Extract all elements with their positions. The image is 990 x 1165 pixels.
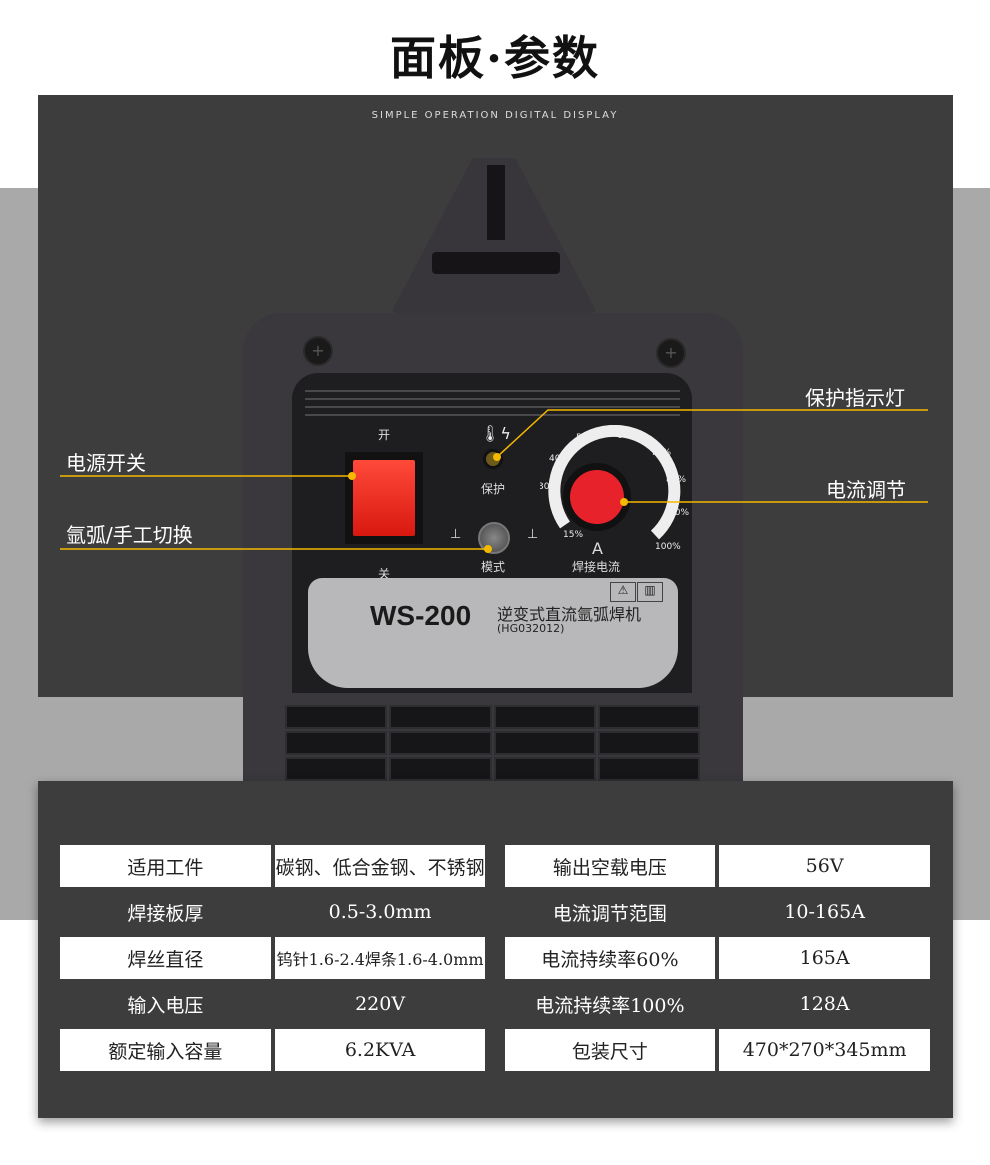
screw-icon: + xyxy=(656,338,686,368)
dial-tick-label: 70% xyxy=(651,448,671,458)
spec-label: 额定输入容量 xyxy=(58,1027,273,1073)
vent-slot xyxy=(597,705,700,729)
handle-slot xyxy=(487,165,505,240)
panel-subtitle: SIMPLE OPERATION DIGITAL DISPLAY xyxy=(371,110,619,121)
spec-label: 包装尺寸 xyxy=(502,1027,718,1073)
power-switch[interactable] xyxy=(345,452,423,544)
dial-tick-label: 60% xyxy=(617,431,637,441)
protect-label: 保护 xyxy=(481,482,506,496)
mode-label: 模式 xyxy=(481,560,506,574)
spec-row: 焊丝直径钨针1.6-2.4焊条1.6-4.0mm 电流持续率60%165A xyxy=(58,935,932,981)
spec-value: 220V xyxy=(355,993,406,1015)
vent-slot xyxy=(285,705,388,729)
vent-slot xyxy=(389,731,492,755)
spacer xyxy=(487,843,502,889)
stick-electrode-icon: ⊥ xyxy=(527,527,539,542)
model-name: WS-200 xyxy=(370,600,472,631)
dial-tick-label: 90% xyxy=(669,508,689,518)
spec-value: 碳钢、低合金钢、不锈钢 xyxy=(272,843,488,889)
tig-torch-icon: ⊥ xyxy=(450,527,462,542)
dial-tick-label: 100% xyxy=(655,542,681,552)
spacer xyxy=(487,1027,502,1073)
spec-row: 输入电压 220V 电流持续率100% 128A xyxy=(58,981,932,1027)
protection-led xyxy=(483,449,503,469)
dial-tick-label: 30% xyxy=(540,482,558,492)
vent-slot xyxy=(389,757,492,781)
spec-label: 电流调节范围 xyxy=(552,902,667,925)
page-title: 面板·参数 xyxy=(389,31,600,85)
grill-line xyxy=(305,390,680,392)
spec-label: 焊接板厚 xyxy=(127,902,204,925)
model-code: (HG032012) xyxy=(497,622,565,635)
spec-label: 输出空载电压 xyxy=(502,843,718,889)
spacer xyxy=(487,889,502,935)
screw-icon: + xyxy=(303,336,333,366)
spacer xyxy=(487,981,502,1027)
handle-grip xyxy=(432,252,560,274)
spec-label: 焊丝直径 xyxy=(58,935,273,981)
spec-value: 0.5-3.0mm xyxy=(328,901,432,923)
nameplate xyxy=(308,578,678,688)
grill-line xyxy=(305,398,680,400)
callout-protection-light: 保护指示灯 xyxy=(805,386,905,410)
vent-slot xyxy=(493,731,596,755)
callout-mode-switch: 氩弧/手工切换 xyxy=(66,523,193,547)
callout-current-adjust: 电流调节 xyxy=(826,478,906,502)
vent-slot xyxy=(597,757,700,781)
dial-tick-label: 40% xyxy=(549,454,569,464)
dial-tick-label: 50% xyxy=(576,433,596,443)
vent-slot xyxy=(597,731,700,755)
model-description: 逆变式直流氩弧焊机 xyxy=(497,605,642,624)
spec-row: 焊接板厚 0.5-3.0mm 电流调节范围 10-165A xyxy=(58,889,932,935)
warning-icon: ⚠ xyxy=(610,582,636,602)
on-label: 开 xyxy=(378,428,391,442)
vent-slot xyxy=(285,757,388,781)
spec-value: 128A xyxy=(799,993,850,1015)
spacer xyxy=(487,935,502,981)
spec-value: 10-165A xyxy=(784,901,865,923)
dial-label: 焊接电流 xyxy=(572,560,621,574)
spec-value: 470*270*345mm xyxy=(717,1027,932,1073)
mode-toggle-switch[interactable] xyxy=(478,522,510,554)
spec-value: 165A xyxy=(717,935,932,981)
vent-slot xyxy=(493,705,596,729)
dial-tick-label: 15% xyxy=(563,530,583,540)
dial-tick-label: 80% xyxy=(666,475,686,485)
switch-lens xyxy=(353,460,415,536)
spec-label: 电流持续率100% xyxy=(535,994,685,1017)
vent-slot xyxy=(285,731,388,755)
spec-label: 适用工件 xyxy=(58,843,273,889)
callout-power-switch: 电源开关 xyxy=(66,451,146,475)
off-label: 关 xyxy=(378,567,391,581)
spec-label: 电流持续率60% xyxy=(502,935,718,981)
dial-knob xyxy=(570,470,624,524)
vent-slot xyxy=(493,757,596,781)
grill-line xyxy=(305,414,680,416)
spec-label: 输入电压 xyxy=(127,994,204,1017)
current-dial[interactable]: 15% 30% 40% 50% 60% 70% 80% 90% 100% xyxy=(540,425,690,560)
vent-slot xyxy=(389,705,492,729)
spec-value: 钨针1.6-2.4焊条1.6-4.0mm xyxy=(272,935,488,981)
dial-unit: A xyxy=(592,539,603,558)
grill-line xyxy=(305,406,680,408)
spec-value: 56V xyxy=(717,843,932,889)
vent-grille xyxy=(285,705,700,781)
thermometer-lightning-icon: 🌡ϟ xyxy=(480,424,511,443)
spec-value: 6.2KVA xyxy=(272,1027,488,1073)
manual-icon: ▥ xyxy=(637,582,663,602)
